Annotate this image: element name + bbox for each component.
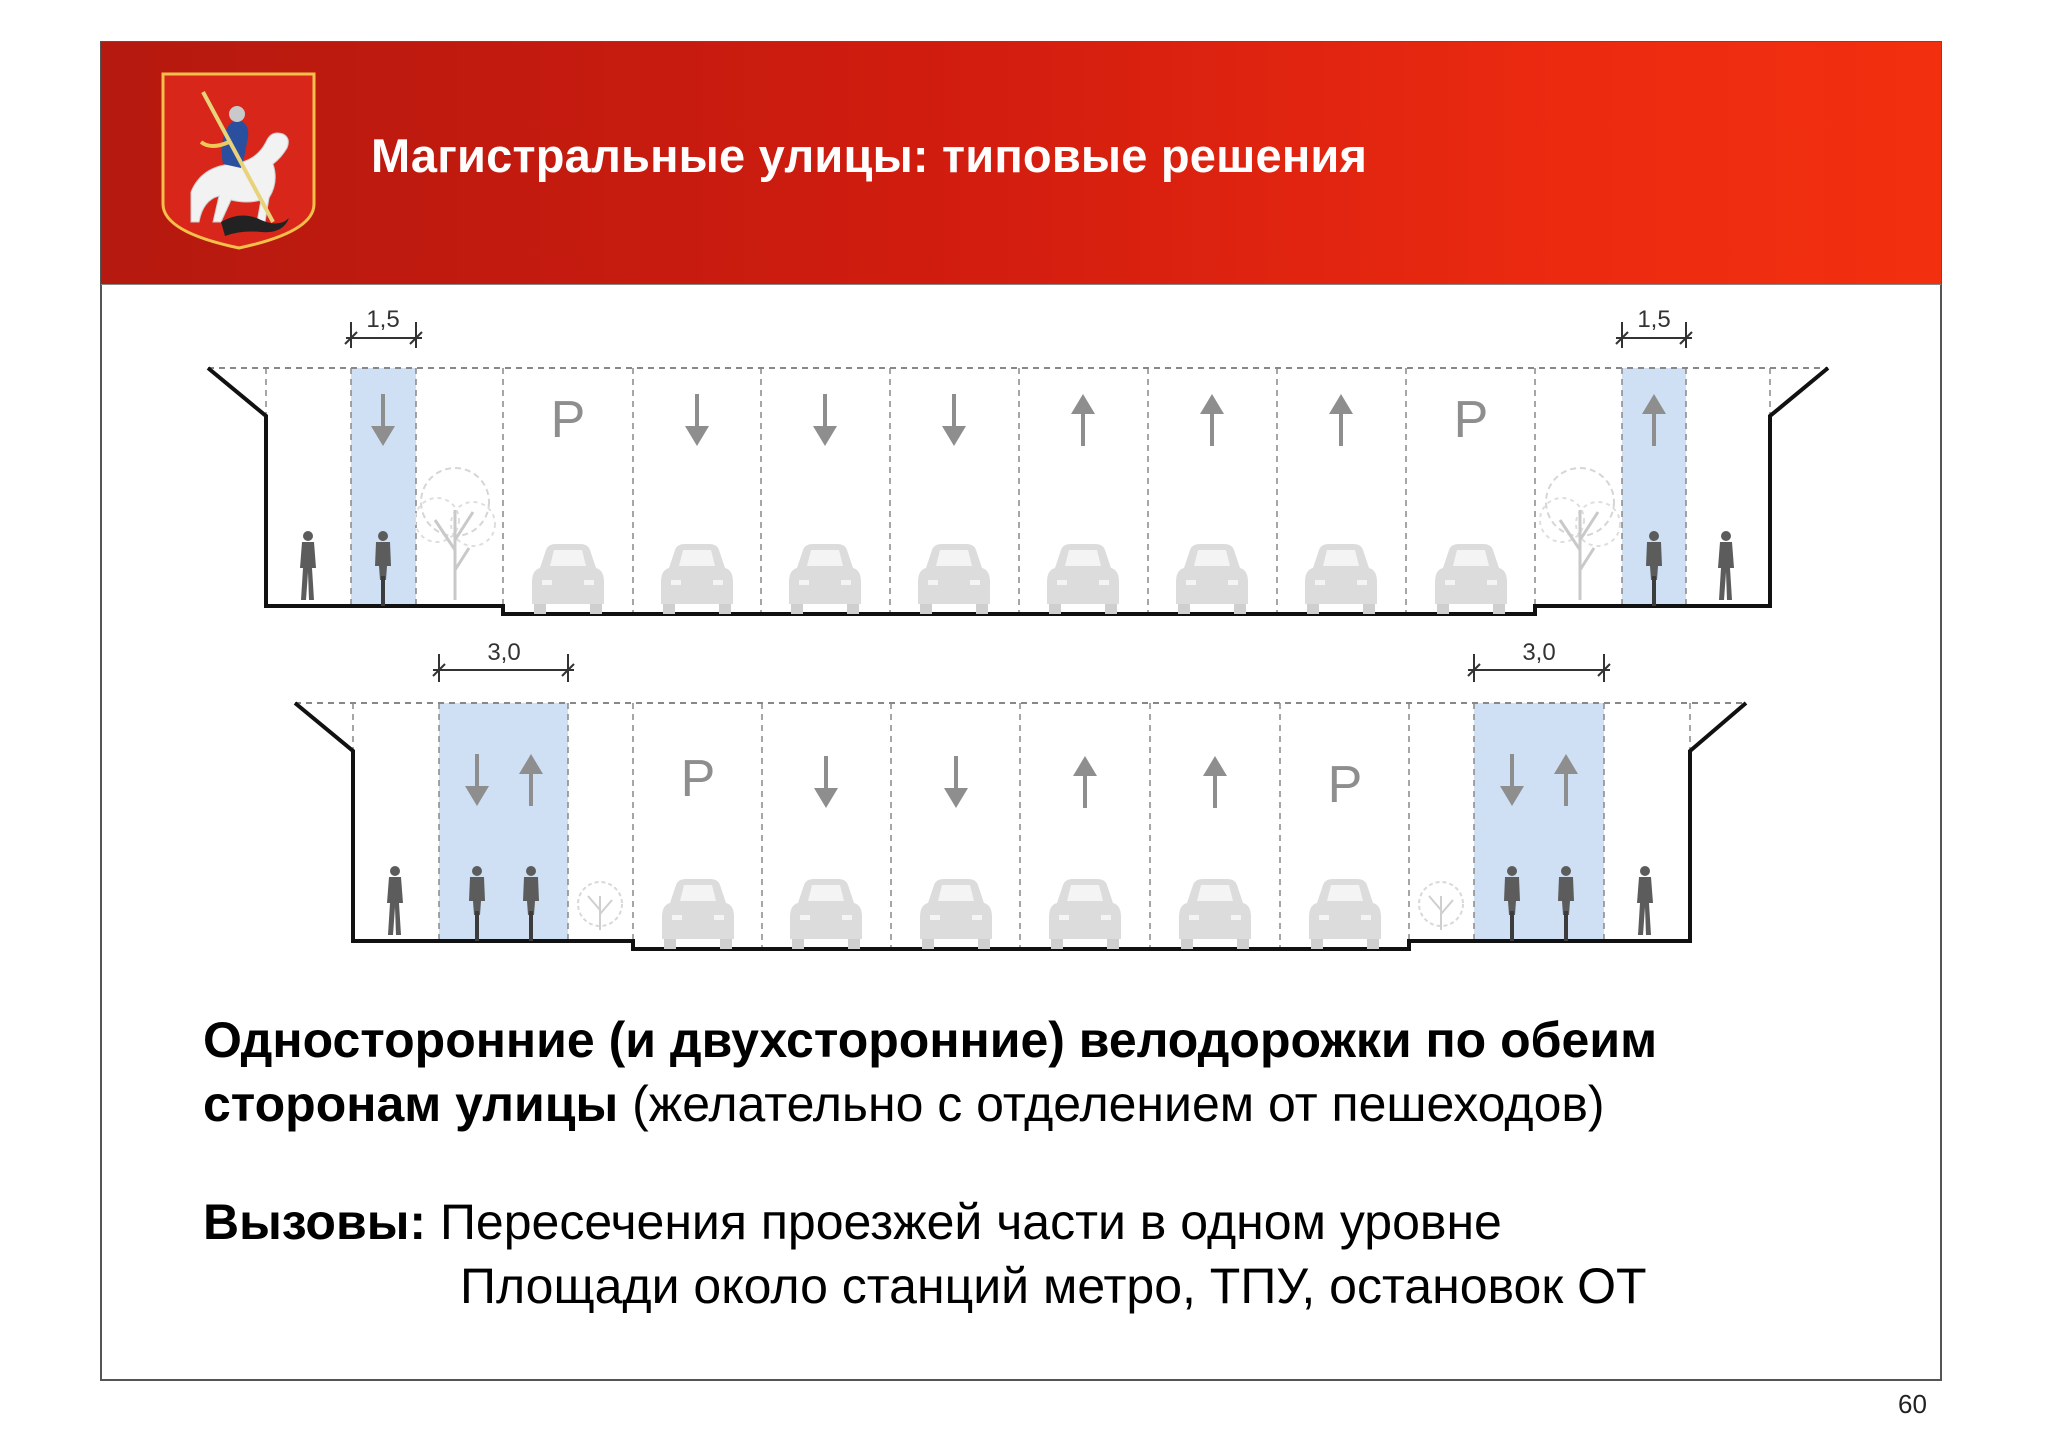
caption-bold-text: сторонам улицы [203,1076,619,1132]
up-arrow-icon [1201,754,1229,810]
car-icon [1309,879,1381,949]
pedestrian-icon [387,866,403,935]
down-arrow-icon [940,392,968,448]
challenges-line-2: Площади около станций метро, ТПУ, остано… [460,1254,1647,1318]
parking-label: P [551,391,586,449]
up-arrow-icon [1071,754,1099,810]
up-arrow-icon [1327,392,1355,448]
dimension-label: 3,0 [1522,639,1555,666]
cross-section-top: P P 1,5 1,5 [206,306,1830,616]
car-icon [662,879,734,949]
challenges-label: Вызовы: [203,1194,427,1250]
down-arrow-icon [942,754,970,810]
bush-icon [1418,881,1464,931]
page-title: Магистральные улицы: типовые решения [371,129,1368,182]
car-icon [918,544,990,614]
down-arrow-icon [811,392,839,448]
up-arrow-icon [1198,392,1226,448]
caption-bold-text: Односторонние (и двухсторонние) велодоро… [203,1012,1658,1068]
car-icon [920,879,992,949]
parking-label: P [681,750,716,808]
moscow-coat-of-arms-icon [161,72,316,250]
caption-normal-text: (желательно с отделением от пешеходов) [618,1076,1605,1132]
page-number: 60 [1898,1389,1927,1419]
car-icon [1176,544,1248,614]
up-arrow-icon [1069,392,1097,448]
challenges-line-1: Вызовы: Пересечения проезжей части в одн… [203,1190,1502,1254]
challenge-item: Площади около станций метро, ТПУ, остано… [460,1258,1647,1314]
parking-label: P [1454,391,1489,449]
bike-lane-right [1474,703,1604,941]
car-icon [661,544,733,614]
tree-icon [1538,466,1622,602]
car-icon [789,544,861,614]
car-icon [1435,544,1507,614]
dimension-label: 1,5 [366,306,399,333]
dimension-label: 3,0 [487,639,520,666]
caption-line-2: сторонам улицы (желательно с отделением … [203,1072,1605,1136]
challenge-item: Пересечения проезжей части в одном уровн… [439,1194,1502,1250]
pedestrian-icon [1718,531,1734,600]
down-arrow-icon [683,392,711,448]
tree-icon [413,466,497,602]
pedestrian-icon [1637,866,1653,935]
car-icon [1179,879,1251,949]
down-arrow-icon [812,754,840,810]
bush-icon [577,881,623,931]
car-icon [1047,544,1119,614]
bike-lane-left [439,703,568,941]
car-icon [1305,544,1377,614]
dimension-label: 1,5 [1637,306,1670,333]
caption-line-1: Односторонние (и двухсторонние) велодоро… [203,1008,1657,1072]
cross-section-bottom: P P 3,0 3,0 [293,639,1748,951]
pedestrian-icon [300,531,316,600]
car-icon [532,544,604,614]
slide-header: Магистральные улицы: типовые решения [101,42,1941,285]
car-icon [790,879,862,949]
parking-label: P [1328,756,1363,814]
car-icon [1049,879,1121,949]
